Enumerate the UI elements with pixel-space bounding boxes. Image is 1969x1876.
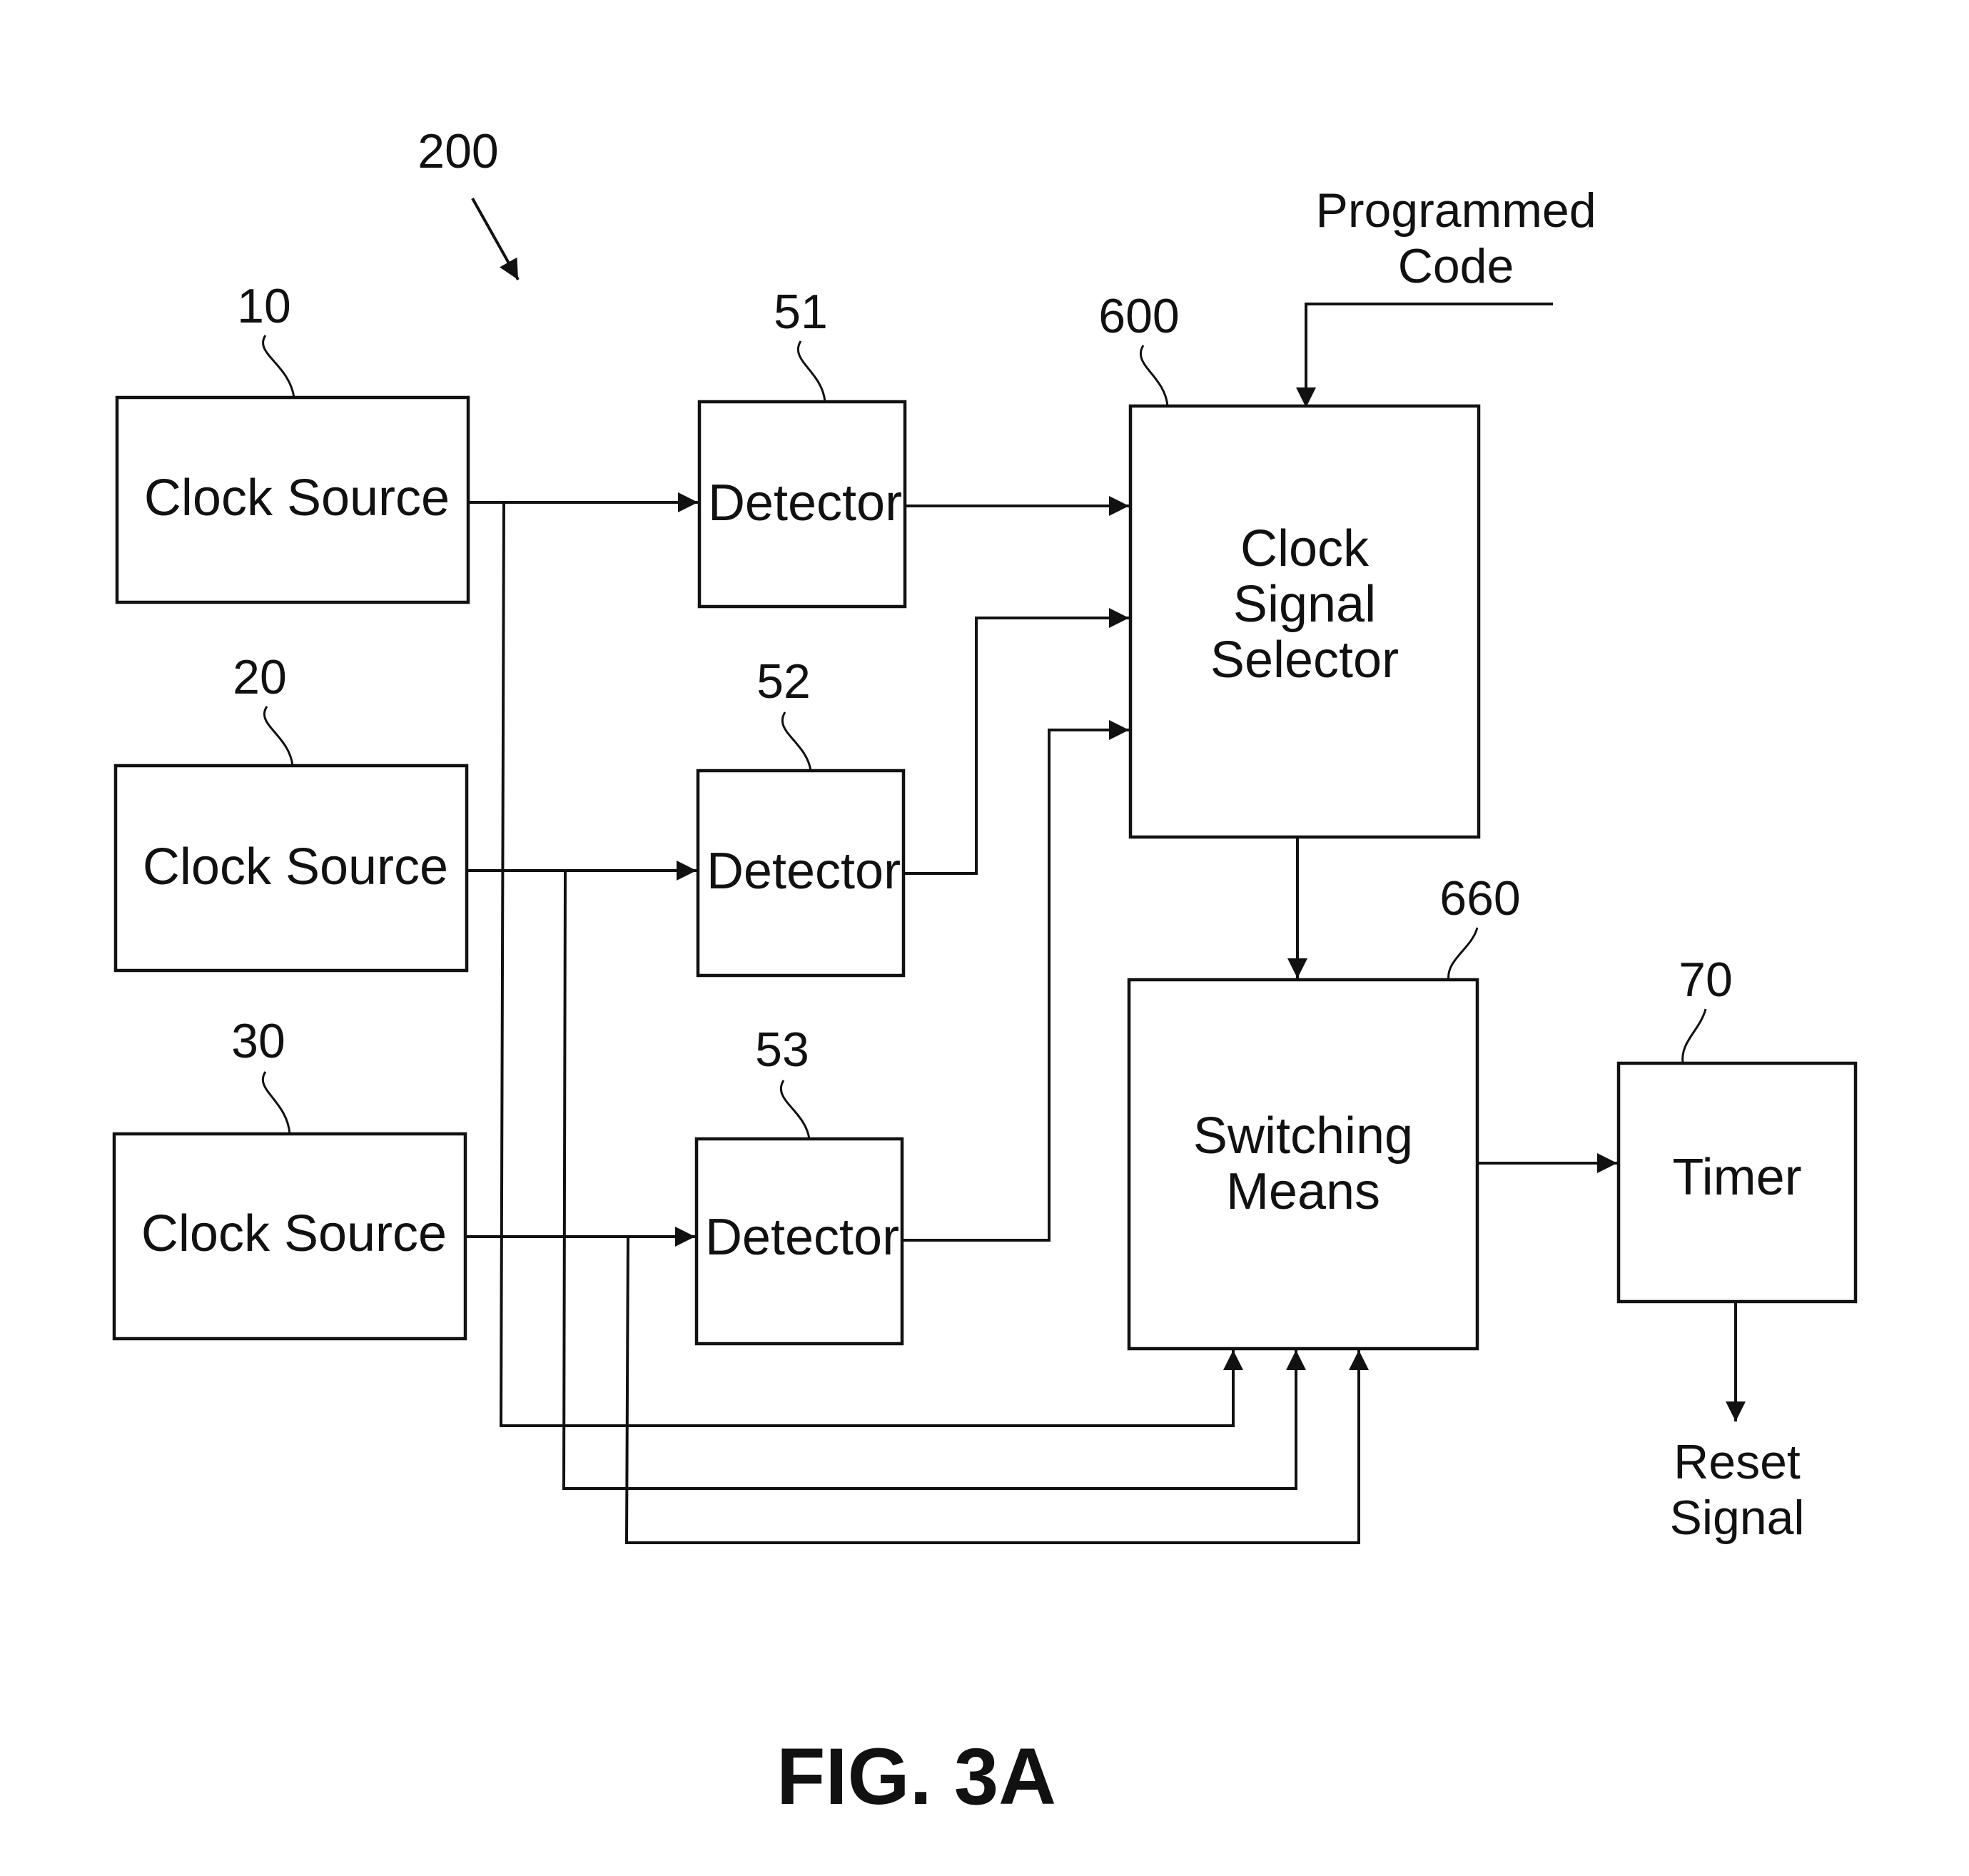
leader-660 bbox=[1447, 927, 1479, 982]
clock-source-20 bbox=[113, 764, 469, 973]
leader-53 bbox=[779, 1080, 811, 1140]
detector-52 bbox=[696, 769, 906, 978]
ref-53: 53 bbox=[755, 1023, 809, 1077]
leader-30 bbox=[261, 1071, 291, 1135]
reset-signal-label-line1: Reset bbox=[1674, 1435, 1801, 1489]
figure-ref-200: 200 bbox=[417, 124, 498, 178]
wire-det53-to-selector bbox=[902, 720, 1129, 1242]
leader-20 bbox=[263, 706, 294, 766]
clock-source-30 bbox=[112, 1132, 467, 1341]
ref-30: 30 bbox=[231, 1014, 285, 1068]
detector-52-label: Detector bbox=[707, 843, 901, 900]
reset-signal-label-line2: Signal bbox=[1669, 1491, 1804, 1545]
clock-source-20-label: Clock Source bbox=[143, 838, 448, 896]
programmed-code-label-line2: Code bbox=[1398, 239, 1514, 293]
clock-signal-selector-600 bbox=[1128, 404, 1481, 839]
ref-660: 660 bbox=[1439, 871, 1520, 926]
switching-means-660 bbox=[1127, 978, 1479, 1351]
detector-53-label: Detector bbox=[705, 1209, 899, 1266]
leader-52 bbox=[781, 711, 812, 771]
ref-51: 51 bbox=[774, 285, 828, 339]
leader-10 bbox=[262, 335, 295, 398]
leader-70 bbox=[1681, 1008, 1707, 1064]
leader-600 bbox=[1139, 345, 1169, 407]
wire-det52-to-selector bbox=[903, 608, 1129, 875]
selector-label-line1: Clock bbox=[1240, 520, 1370, 577]
detector-51 bbox=[697, 400, 907, 609]
clock-source-10 bbox=[115, 395, 470, 604]
programmed-code-label-line1: Programmed bbox=[1315, 183, 1596, 238]
timer-label: Timer bbox=[1672, 1149, 1801, 1206]
switching-label-line2: Means bbox=[1226, 1163, 1380, 1220]
ref-600: 600 bbox=[1098, 289, 1179, 343]
detector-51-label: Detector bbox=[708, 475, 902, 532]
ref-70: 70 bbox=[1679, 953, 1733, 1007]
ref-52: 52 bbox=[756, 654, 811, 709]
switching-label-line1: Switching bbox=[1193, 1107, 1413, 1165]
clock-source-10-label: Clock Source bbox=[144, 470, 450, 527]
selector-label-line3: Selector bbox=[1210, 632, 1399, 689]
selector-label-line2: Signal bbox=[1233, 576, 1376, 633]
wire-cs20-to-switching bbox=[562, 870, 1306, 1490]
detector-53 bbox=[694, 1137, 904, 1346]
ref-10: 10 bbox=[237, 279, 291, 333]
wire-cs30-to-switching bbox=[624, 1236, 1369, 1544]
figure-caption: FIG. 3A bbox=[776, 1732, 1056, 1821]
ref-20: 20 bbox=[233, 650, 287, 704]
programmed-code-wire bbox=[1296, 303, 1553, 407]
figure-ref-arrow bbox=[471, 198, 520, 280]
leader-51 bbox=[796, 340, 826, 402]
wire-cs10-to-switching bbox=[499, 502, 1243, 1427]
clock-source-30-label: Clock Source bbox=[141, 1205, 447, 1262]
